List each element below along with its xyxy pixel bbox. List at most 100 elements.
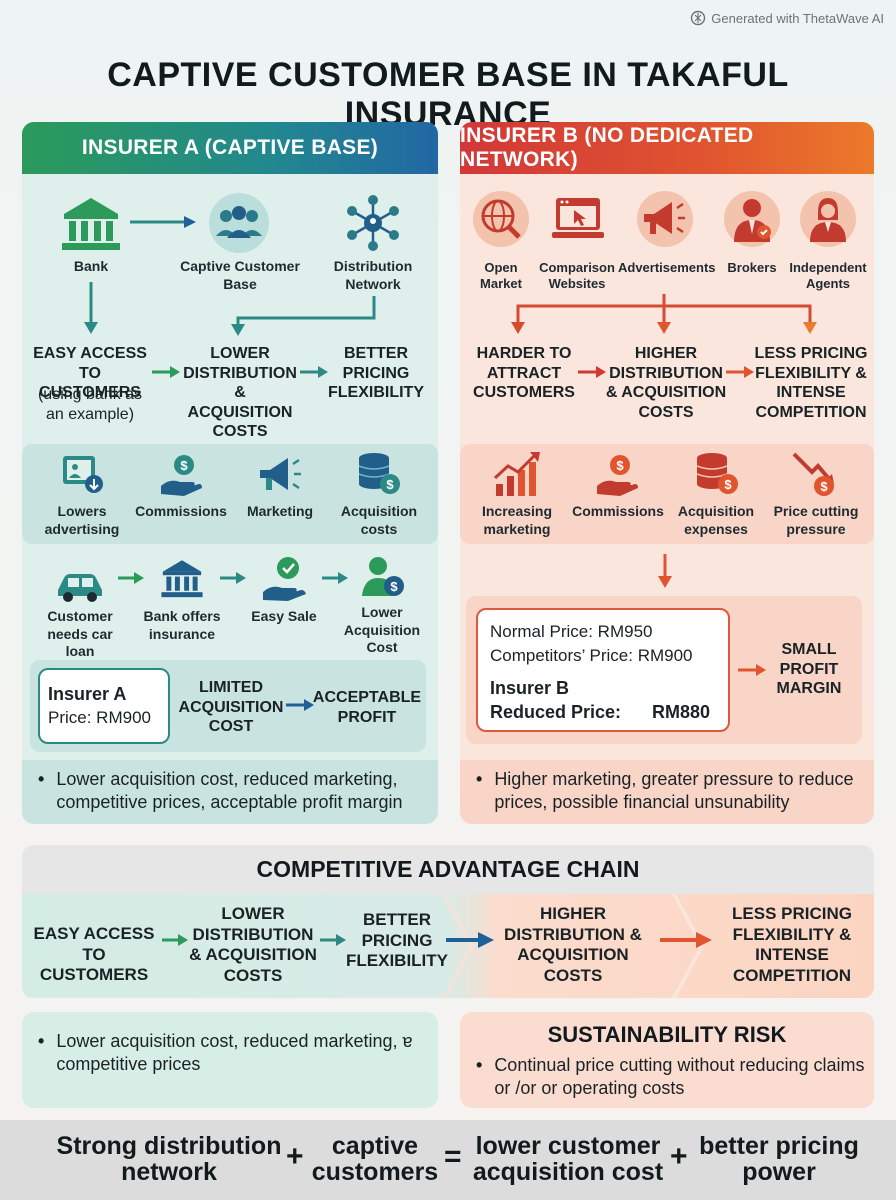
arrow-icon	[118, 572, 144, 584]
equation-equals: =	[444, 1140, 462, 1173]
equation-term-1: Strong distribution network	[56, 1132, 282, 1187]
summary-a-text: Lower acquisition cost, reduced marketin…	[56, 769, 403, 813]
insurer-b-price-label: Insurer B	[490, 678, 570, 698]
ai-logo-icon	[691, 10, 706, 26]
normal-price: Normal Price: RM950	[490, 622, 653, 641]
competitor-price: Competitors’ Price: RM900	[490, 646, 693, 665]
insurer-a-price-value: Price: RM900	[48, 708, 151, 727]
handshake-check-icon	[263, 557, 306, 601]
equation-plus-2: +	[670, 1140, 688, 1173]
flow-a-1: Customer needs car loan	[47, 608, 113, 659]
hand-coin-icon: $	[161, 455, 202, 496]
agent-icon	[800, 191, 856, 247]
summary-band-b	[460, 760, 874, 824]
summary-b-text: Higher marketing, greater pressure to re…	[494, 769, 854, 813]
factor-b-4: Price cutting pressure	[773, 503, 859, 537]
growth-chart-icon	[493, 452, 540, 496]
watermark-text: Generated with ThetaWave AI	[711, 10, 884, 26]
acceptable-profit-label: ACCEPTABLE PROFIT	[312, 689, 422, 726]
insurer-a-price-box	[38, 668, 170, 744]
chain-step-2: LOWER DISTRIBUTION & ACQUISITION COSTS	[189, 904, 317, 986]
price-drop-icon: $	[792, 452, 834, 496]
factor-a-4: Acquisition costs	[340, 503, 418, 537]
lower-left-summary: •Lower acquisition cost, reduced marketi…	[38, 1030, 428, 1077]
arrow-icon	[152, 366, 180, 378]
arrow-icon	[320, 934, 346, 946]
factor-b-1: Increasing marketing	[481, 503, 553, 537]
network-icon	[347, 195, 399, 251]
arrow-elbow-icon	[231, 296, 376, 336]
channel-2: Comparison Websites	[539, 260, 615, 291]
broker-icon	[724, 191, 780, 247]
equation-plus-1: +	[286, 1140, 304, 1173]
harder-label: HARDER TO ATTRACT CUSTOMERS	[473, 345, 575, 402]
hand-coin-icon: $	[597, 455, 638, 496]
chain-step-5: LESS PRICING FLEXIBILITY & INTENSE COMPE…	[732, 904, 852, 986]
lower-costs-label: LOWER DISTRIBUTION & ACQUISITION COSTS	[183, 345, 297, 441]
higher-costs-label: HIGHER DISTRIBUTION & ACQUISITION COSTS	[605, 345, 727, 421]
svg-text:$: $	[820, 479, 828, 494]
less-pricing-label: LESS PRICING FLEXIBILITY & INTENSE COMPE…	[754, 345, 868, 421]
insurer-a-header: INSURER A (CAPTIVE BASE)	[22, 122, 438, 174]
small-profit-label: SMALL PROFIT MARGIN	[776, 641, 842, 698]
globe-search-icon	[473, 191, 529, 247]
bank-icon	[62, 198, 120, 250]
chain-band	[22, 894, 874, 998]
arrow-icon	[446, 932, 494, 948]
equation-term-4: better pricing power	[699, 1132, 859, 1187]
factor-b-3: Acquisition expenses	[677, 503, 755, 537]
summary-band-a	[22, 760, 438, 824]
person-coin-icon: $	[362, 557, 404, 596]
chain-step-3: BETTER PRICING FLEXIBILITY	[346, 910, 448, 971]
better-pricing-label: BETTER PRICING FLEXIBILITY	[328, 345, 424, 402]
arrow-icon	[578, 366, 606, 378]
arrow-down-icon	[658, 554, 672, 588]
flow-a-4: Lower Acquisition Cost	[343, 604, 421, 655]
advertising-monitor-icon	[63, 456, 103, 493]
factor-a-3: Marketing	[246, 503, 314, 519]
network-label: Distribution Network	[333, 258, 413, 292]
factor-b-2: Commissions	[572, 503, 664, 519]
arrow-icon	[220, 572, 246, 584]
arrow-icon	[726, 366, 754, 378]
coin-stack-icon: $	[358, 453, 400, 494]
chain-step-1: EASY ACCESS TO CUSTOMERS	[33, 924, 155, 985]
arrow-icon	[322, 572, 348, 584]
reduced-price-label: Reduced Price:	[490, 702, 622, 722]
chain-title: COMPETITIVE ADVANTAGE CHAIN	[256, 856, 640, 882]
risk-summary: •Continual price cutting without reducin…	[476, 1054, 868, 1101]
arrow-icon	[286, 699, 314, 711]
svg-text:$: $	[724, 477, 732, 492]
svg-text:$: $	[616, 458, 624, 473]
insurer-a-price-label: Insurer A	[48, 684, 127, 704]
lower-left-panel	[22, 1012, 438, 1108]
flow-a-2: Bank offers insurance	[143, 608, 221, 642]
sustainability-risk-panel	[460, 1012, 874, 1108]
laptop-cursor-icon	[552, 198, 604, 238]
lower-left-text: Lower acquisition cost, reduced marketin…	[56, 1031, 413, 1075]
factor-a-2: Commissions	[135, 503, 227, 519]
arrow-fork-icon	[511, 294, 817, 334]
easy-access-note: (using bank as an example)	[37, 386, 143, 423]
watermark: Generated with ThetaWave AI	[690, 10, 884, 26]
easy-access-label: EASY ACCESS TO CUSTOMERS	[33, 345, 147, 402]
arrow-icon	[300, 366, 328, 378]
risk-text: Continual price cutting without reducing…	[494, 1055, 865, 1099]
channel-4: Brokers	[727, 260, 777, 275]
arrow-icon	[660, 932, 712, 948]
reduced-price-value: RM880	[652, 702, 711, 722]
megaphone-icon	[260, 458, 301, 490]
risk-title: SUSTAINABILITY RISK	[547, 1022, 787, 1047]
summary-b: •Higher marketing, greater pressure to r…	[476, 768, 868, 815]
limited-cost-label: LIMITED ACQUISITION COST	[178, 679, 284, 736]
summary-a: •Lower acquisition cost, reduced marketi…	[38, 768, 430, 815]
equation-term-3: lower customer acquisition cost	[472, 1132, 664, 1187]
flow-a-3: Easy Sale	[251, 608, 317, 624]
svg-text:$: $	[180, 458, 188, 473]
svg-text:$: $	[390, 579, 398, 594]
equation-bar	[0, 1120, 896, 1200]
channel-3: Advertisements	[618, 260, 716, 275]
coin-stack-icon: $	[696, 453, 738, 494]
chain-step-4: HIGHER DISTRIBUTION & ACQUISITION COSTS	[504, 904, 642, 986]
insurer-b-header: INSURER B (NO DEDICATED NETWORK)	[460, 122, 874, 174]
